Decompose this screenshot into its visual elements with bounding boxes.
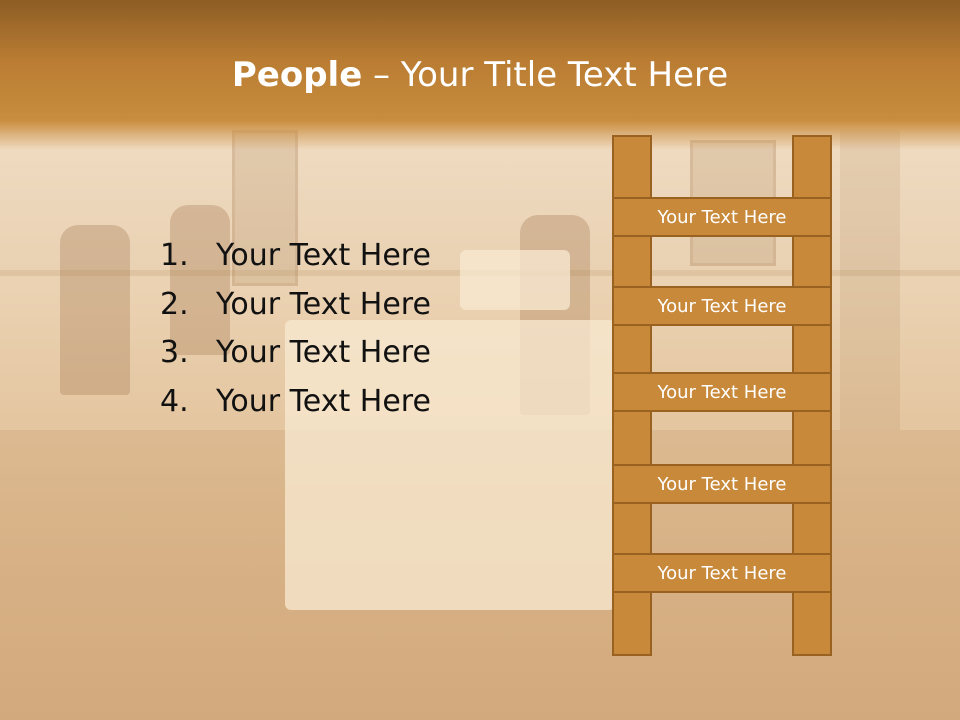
background-chair <box>170 205 230 355</box>
background-table <box>460 250 570 310</box>
list-item-number: 2. <box>160 286 189 322</box>
ladder-rung: Your Text Here <box>612 197 832 237</box>
list-item: 3. Your Text Here <box>160 329 431 378</box>
list-item: 1. Your Text Here <box>160 232 431 281</box>
ladder-rung: Your Text Here <box>612 553 832 593</box>
list-item-text: Your Text Here <box>216 335 431 370</box>
title-rest: – Your Title Text Here <box>362 55 729 95</box>
background-window <box>232 130 298 286</box>
title-band <box>0 0 960 150</box>
list-item: 2. Your Text Here <box>160 281 431 330</box>
list-item: 4. Your Text Here <box>160 378 431 427</box>
ladder-rung: Your Text Here <box>612 286 832 326</box>
background-table <box>285 320 615 610</box>
list-item-text: Your Text Here <box>216 286 431 322</box>
ladder-rung: Your Text Here <box>612 464 832 504</box>
slide-title: People – Your Title Text Here <box>0 52 960 98</box>
title-bold: People <box>231 55 363 95</box>
ladder-rung: Your Text Here <box>612 372 832 412</box>
background-chair <box>60 225 130 395</box>
numbered-list: 1. Your Text Here 2. Your Text Here 3. Y… <box>160 232 431 426</box>
list-item-text: Your Text Here <box>216 238 431 273</box>
list-item-number: 4. <box>160 383 189 419</box>
background-column <box>840 130 900 430</box>
list-item-number: 1. <box>160 238 189 273</box>
list-item-number: 3. <box>160 335 189 370</box>
list-item-text: Your Text Here <box>216 383 431 419</box>
